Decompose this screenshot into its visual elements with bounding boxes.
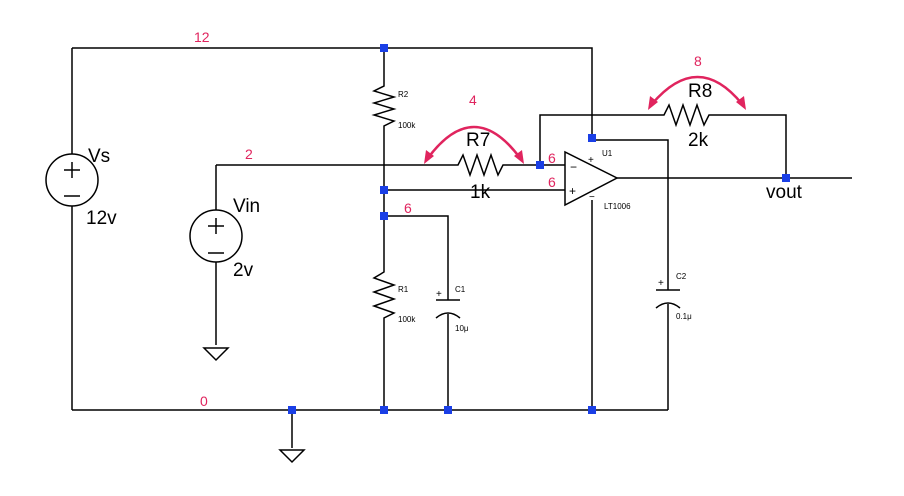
c2-name: C2: [676, 272, 687, 281]
resistor-r2-symbol: [371, 80, 397, 130]
junction-node: [288, 406, 296, 414]
wire-fb-left: [539, 114, 658, 165]
resistor-r1-symbol: [371, 265, 397, 337]
opamp-minus-pin: −: [570, 160, 577, 174]
svg-text:+: +: [436, 289, 442, 300]
c1-value: 10μ: [455, 324, 469, 333]
svg-text:+: +: [588, 155, 594, 166]
net-label-0: 0: [200, 393, 208, 409]
junction-node: [380, 406, 388, 414]
r7-arc-arrow: [424, 125, 524, 164]
r8-arc-arrow: [648, 75, 746, 110]
junction-node: [444, 406, 452, 414]
net-label-6: 6: [548, 174, 556, 190]
capacitor-c2-symbol: +: [655, 278, 681, 309]
net-label-6: 6: [404, 200, 412, 216]
resistor-r8-symbol: [658, 102, 718, 128]
vs-name: Vs: [88, 146, 110, 167]
r7-name: R7: [466, 130, 490, 151]
junction-node: [380, 212, 388, 220]
r2-value: 100k: [398, 121, 416, 130]
r1-name: R1: [398, 285, 409, 294]
junction-nodes: [288, 44, 790, 414]
capacitor-c1-symbol: +: [435, 289, 461, 319]
net-label-6: 6: [548, 150, 556, 166]
r1-value: 100k: [398, 315, 416, 324]
svg-text:−: −: [589, 192, 595, 203]
voltage-source-vin-symbol: [189, 209, 243, 263]
u1-name: U1: [602, 149, 613, 158]
junction-node: [380, 44, 388, 52]
c2-value: 0.1μ: [676, 312, 692, 321]
r8-name: R8: [688, 81, 712, 102]
junction-node: [588, 406, 596, 414]
opamp-u1-symbol: − + + −: [564, 150, 619, 207]
wires: [71, 47, 852, 448]
r7-value: 1k: [470, 182, 491, 203]
r2-name: R2: [398, 90, 409, 99]
junction-node: [380, 186, 388, 194]
junction-node: [588, 134, 596, 142]
wire-c2-top: [592, 139, 669, 290]
wire-top-rail: [72, 47, 593, 138]
opamp-plus-pin: +: [569, 184, 576, 198]
net-label-12: 12: [194, 29, 210, 45]
u1-part: LT1006: [604, 202, 631, 211]
net-label-8: 8: [694, 53, 702, 69]
net-label-2: 2: [245, 146, 253, 162]
wire-fb-right: [718, 114, 787, 178]
voltage-source-vs-symbol: [45, 153, 99, 207]
ground-icon: [202, 347, 230, 362]
resistor-r7-symbol: [452, 152, 512, 178]
vout-label: vout: [766, 182, 803, 203]
junction-node: [536, 161, 544, 169]
ground-icon: [278, 449, 306, 464]
svg-text:+: +: [658, 278, 664, 289]
net-label-4: 4: [469, 92, 477, 108]
junction-node: [782, 174, 790, 182]
r8-value: 2k: [688, 130, 709, 151]
vin-name: Vin: [233, 196, 260, 217]
wire-c1-top: [384, 215, 449, 300]
vin-value: 2v: [233, 260, 254, 281]
vs-value: 12v: [86, 208, 117, 229]
c1-name: C1: [455, 285, 466, 294]
